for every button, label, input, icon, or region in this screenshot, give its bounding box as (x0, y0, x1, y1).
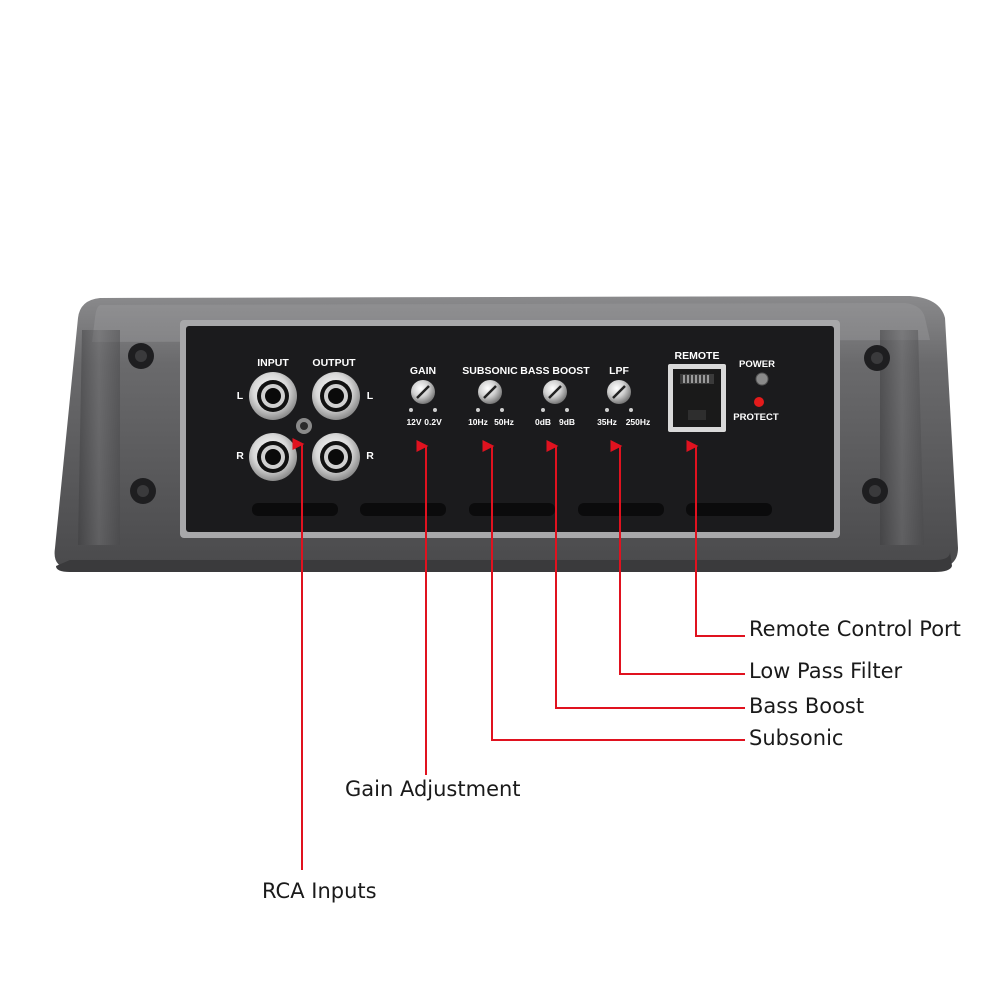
callout-bass-boost: Bass Boost (749, 694, 865, 718)
remote-label: REMOTE (675, 350, 720, 362)
callout-rca-inputs: RCA Inputs (262, 879, 377, 903)
lpf-range-low: 35Hz (597, 417, 617, 427)
subsonic-knob[interactable] (478, 380, 502, 404)
power-label: POWER (739, 359, 775, 370)
gain-range-low: 12V (406, 417, 421, 427)
gain-knob[interactable] (411, 380, 435, 404)
subsonic-range-high: 50Hz (494, 417, 514, 427)
lpf-label: LPF (609, 365, 629, 377)
rca-input-left-jack[interactable] (249, 372, 297, 420)
subsonic-range-low: 10Hz (468, 417, 488, 427)
leader-line-bass-boost (546, 440, 745, 709)
input-label: INPUT (257, 357, 289, 369)
right-channel-label-output: R (366, 450, 374, 462)
corner-screw-top-right (864, 345, 890, 371)
right-channel-label: R (236, 450, 244, 462)
leader-lines (292, 438, 745, 870)
protect-label: PROTECT (733, 412, 779, 423)
callout-gain-adjustment: Gain Adjustment (345, 777, 521, 801)
protect-led-icon (754, 397, 764, 407)
callout-subsonic: Subsonic (749, 726, 844, 750)
callout-remote-control-port: Remote Control Port (749, 617, 961, 641)
subsonic-label: SUBSONIC (462, 365, 518, 377)
knob-range-dots (409, 408, 633, 412)
bass-boost-range-high: 9dB (559, 417, 575, 427)
corner-screw-top-left (128, 343, 154, 369)
rca-output-left-jack[interactable] (312, 372, 360, 420)
left-channel-label: L (237, 390, 244, 402)
left-channel-label-output: L (367, 390, 374, 402)
rca-input-right-jack[interactable] (249, 433, 297, 481)
rca-output-right-jack[interactable] (312, 433, 360, 481)
lpf-knob[interactable] (607, 380, 631, 404)
corner-screw-bottom-right (862, 478, 888, 504)
lpf-range-high: 250Hz (626, 417, 651, 427)
gain-label: GAIN (410, 365, 436, 377)
vent-slots (252, 503, 772, 516)
output-label: OUTPUT (312, 357, 356, 369)
leader-line-remote (686, 440, 745, 637)
bass-boost-knob[interactable] (543, 380, 567, 404)
center-screw-icon (296, 418, 312, 434)
remote-control-port[interactable] (668, 364, 726, 432)
leader-line-lpf (610, 440, 745, 675)
bass-boost-range-low: 0dB (535, 417, 551, 427)
callout-low-pass-filter: Low Pass Filter (749, 659, 903, 683)
bass-boost-label: BASS BOOST (520, 365, 590, 377)
leader-line-subsonic (482, 440, 745, 741)
gain-range-high: 0.2V (424, 417, 442, 427)
power-led-icon (755, 372, 769, 386)
corner-screw-bottom-left (130, 478, 156, 504)
